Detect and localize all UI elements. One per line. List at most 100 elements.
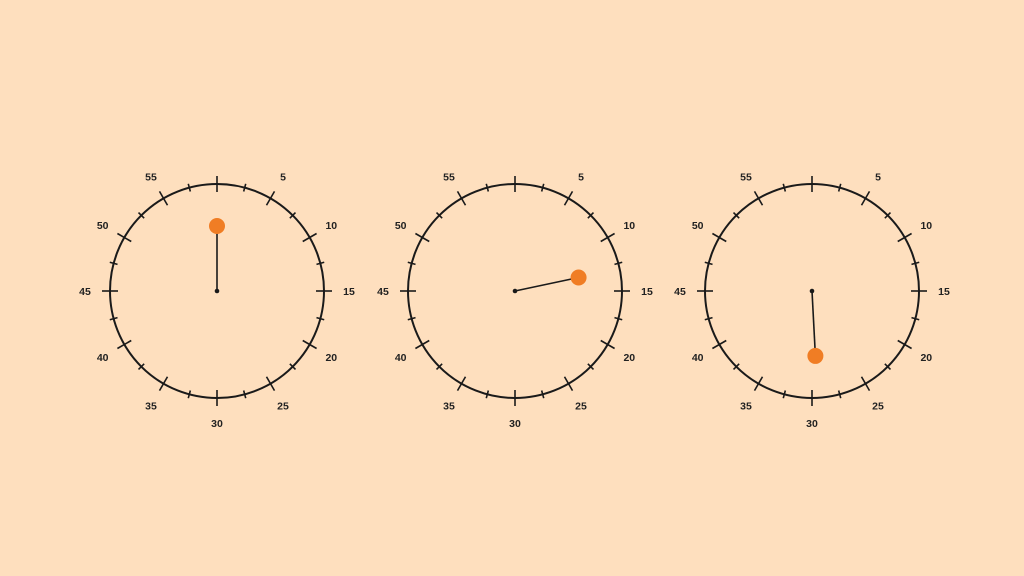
major-tick [753,191,764,206]
major-tick [563,376,574,391]
major-tick [415,232,430,243]
minor-tick [614,261,623,266]
major-tick [563,191,574,206]
tick-label: 55 [145,172,157,184]
major-tick [456,191,467,206]
tick-label: 45 [377,286,389,298]
minor-tick [407,261,416,266]
minor-tick [540,390,545,399]
minor-tick [242,183,247,192]
minor-tick [109,316,118,321]
dial-handle-knob[interactable] [209,218,225,234]
dial-pivot [809,288,815,294]
major-tick [860,191,871,206]
major-tick [158,191,169,206]
dial[interactable]: 5 10 15 20 25 30 35 40 45 50 55 [377,172,653,430]
minor-tick [109,261,118,266]
minor-tick [884,363,892,371]
major-tick [600,232,615,243]
tick-label: 40 [692,352,704,364]
major-tick [897,232,912,243]
dial-pivot [214,288,220,294]
major-tick [415,339,430,350]
minor-tick [435,363,443,371]
major-tick [117,232,132,243]
major-tick [117,339,132,350]
tick-label: 20 [325,352,337,364]
minor-tick [911,261,920,266]
minor-tick [187,390,192,399]
major-tick [897,339,912,350]
minor-tick [884,211,892,219]
minor-tick [587,211,595,219]
tick-label: 35 [145,400,157,412]
tick-label: 15 [641,286,653,298]
dial-handle-knob[interactable] [570,269,587,286]
major-tick [265,191,276,206]
major-tick [265,376,276,391]
minor-tick [289,211,297,219]
minor-tick [837,390,842,399]
tick-label: 20 [623,352,635,364]
tick-label: 35 [740,400,752,412]
major-tick [712,339,727,350]
minor-tick [485,183,490,192]
minor-tick [782,183,787,192]
tick-label: 5 [578,172,584,184]
tick-label: 5 [875,172,881,184]
minor-tick [316,261,325,266]
minor-tick [837,183,842,192]
minor-tick [435,211,443,219]
minor-tick [485,390,490,399]
minor-tick [732,211,740,219]
tick-label: 30 [211,418,223,430]
major-tick [600,339,615,350]
dial-hand [811,290,817,356]
tick-label: 25 [872,400,884,412]
major-tick [753,376,764,391]
dial-pivot [512,288,518,294]
tick-label: 30 [509,418,521,430]
tick-label: 10 [920,220,932,232]
minor-tick [316,316,325,321]
tick-label: 40 [97,352,109,364]
minor-tick [614,316,623,321]
major-tick [860,376,871,391]
tick-label: 10 [623,220,635,232]
tick-label: 5 [280,172,286,184]
tick-label: 30 [806,418,818,430]
tick-label: 15 [343,286,355,298]
tick-label: 40 [395,352,407,364]
minor-tick [137,211,145,219]
minor-tick [137,363,145,371]
minor-tick [540,183,545,192]
minor-tick [587,363,595,371]
tick-label: 45 [674,286,686,298]
tick-label: 25 [575,400,587,412]
tick-label: 55 [443,172,455,184]
tick-label: 35 [443,400,455,412]
minor-tick [782,390,787,399]
tick-label: 15 [938,286,950,298]
minor-tick [242,390,247,399]
minor-tick [704,261,713,266]
minor-tick [289,363,297,371]
minor-tick [704,316,713,321]
major-tick [158,376,169,391]
minor-tick [407,316,416,321]
dial-handle-knob[interactable] [807,347,824,364]
tick-label: 55 [740,172,752,184]
major-tick [302,339,317,350]
tick-label: 50 [395,220,407,232]
tick-label: 10 [325,220,337,232]
tick-label: 20 [920,352,932,364]
major-tick [712,232,727,243]
major-tick [456,376,467,391]
tick-label: 50 [97,220,109,232]
minor-tick [732,363,740,371]
minor-tick [187,183,192,192]
